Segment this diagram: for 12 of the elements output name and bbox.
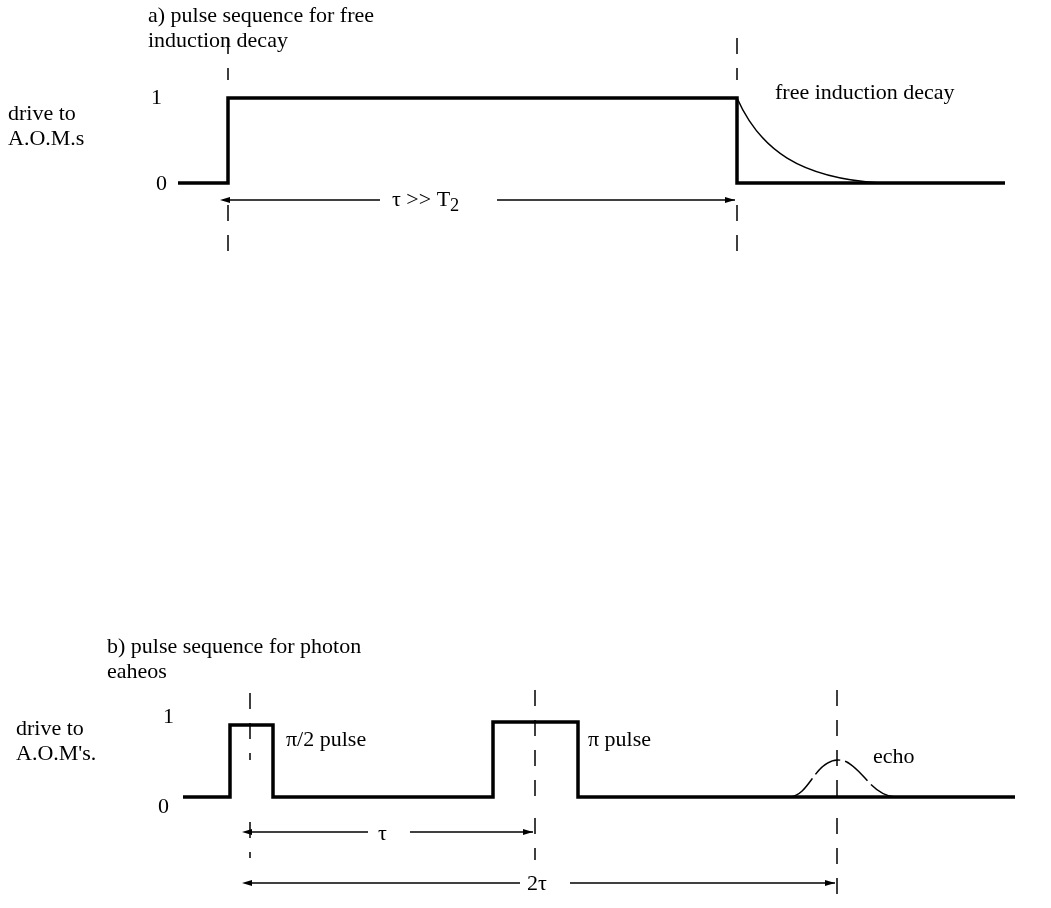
signal-label: free induction decay <box>775 79 955 104</box>
pulse-label: π/2 pulse <box>286 726 367 751</box>
tick-label: 0 <box>156 170 167 195</box>
pulse-label: π pulse <box>588 726 652 751</box>
axis-label: drive to A.O.M's. <box>16 715 98 765</box>
signal-label: echo <box>873 743 915 768</box>
tick-label: 0 <box>158 793 169 818</box>
tick-label: 1 <box>151 84 162 109</box>
tick-label: 1 <box>163 703 174 728</box>
panel-heading: b) pulse sequence for photon eaheos <box>107 633 363 683</box>
axis-label: drive to A.O.M.s <box>8 100 86 150</box>
panel-heading: a) pulse sequence for free induction decay <box>148 2 375 52</box>
